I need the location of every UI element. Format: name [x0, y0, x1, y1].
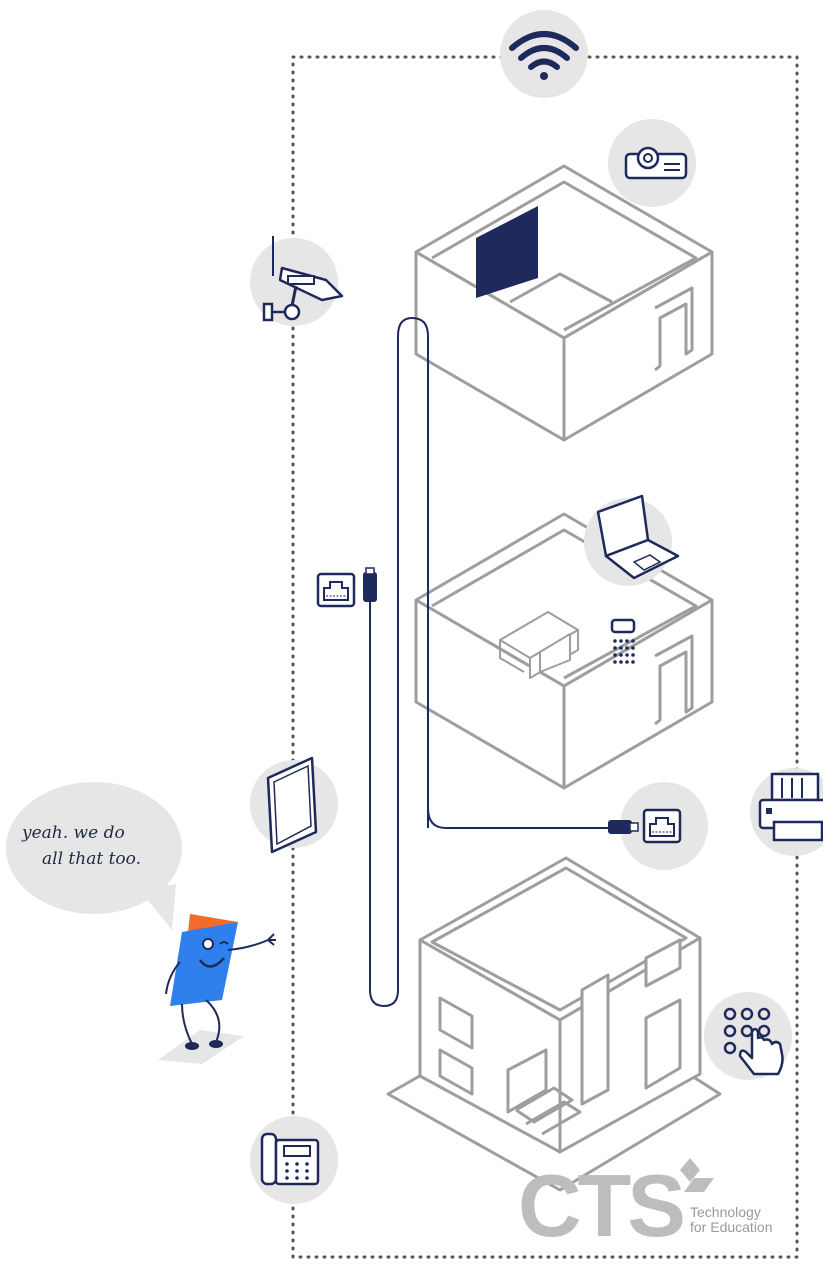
logo-tagline: Technology for Education	[690, 1205, 773, 1235]
laptop-icon	[584, 494, 680, 586]
school-building	[386, 856, 722, 1192]
printer-icon	[750, 768, 823, 856]
network-boundary	[291, 55, 799, 1259]
top-room	[414, 164, 714, 442]
keypad-icon	[610, 618, 636, 664]
desk	[499, 611, 579, 679]
logo-tagline-line-1: Technology	[690, 1204, 761, 1220]
security-camera-icon	[250, 236, 344, 326]
ethernet-port-icon	[316, 567, 377, 608]
network-cable	[369, 316, 429, 1008]
speech-bubble	[6, 782, 182, 930]
tablet-icon	[250, 756, 338, 854]
logo-tagline-line-2: for Education	[690, 1219, 773, 1235]
ethernet-port-icon	[608, 782, 708, 870]
speech-line-1: yeah. we do	[22, 823, 125, 843]
cts-logo: CTS	[518, 1156, 714, 1255]
interactive-display	[476, 206, 538, 298]
mascot-character	[158, 914, 276, 1064]
speech-line-2: all that too.	[42, 849, 141, 869]
logo-wordmark: CTS	[518, 1156, 683, 1255]
wifi-icon	[500, 10, 588, 98]
network-cable-branch	[427, 807, 608, 829]
desk-phone-icon	[250, 1116, 338, 1204]
projector-icon	[608, 119, 696, 207]
middle-room	[414, 512, 714, 790]
speech-text: yeah. we do all that too.	[22, 820, 192, 872]
touch-keypad-icon	[704, 992, 792, 1080]
logo-mark-icon	[680, 1158, 700, 1182]
